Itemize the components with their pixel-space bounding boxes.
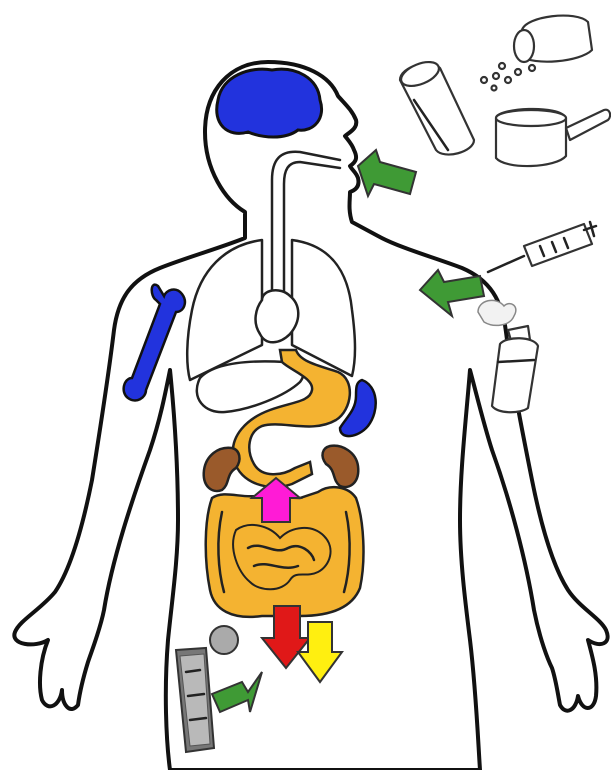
kidney-icon: [204, 448, 240, 491]
kidney-icon: [323, 446, 359, 487]
esophagus-icon: [272, 152, 340, 295]
green-arrow-icon: [358, 150, 416, 196]
brain-icon: [217, 69, 322, 137]
humerus-bone-icon: [124, 285, 185, 401]
cooking-pot-icon: [496, 109, 610, 166]
soda-can-icon: [398, 57, 474, 154]
yellow-arrow-icon: [298, 622, 342, 682]
syringe-icon: [488, 222, 596, 272]
aerosol-spray-can-icon: [478, 300, 538, 412]
green-arrow-icon: [420, 270, 484, 316]
pill-bottle-icon: [481, 16, 592, 91]
green-arrow-icon: [212, 672, 262, 712]
